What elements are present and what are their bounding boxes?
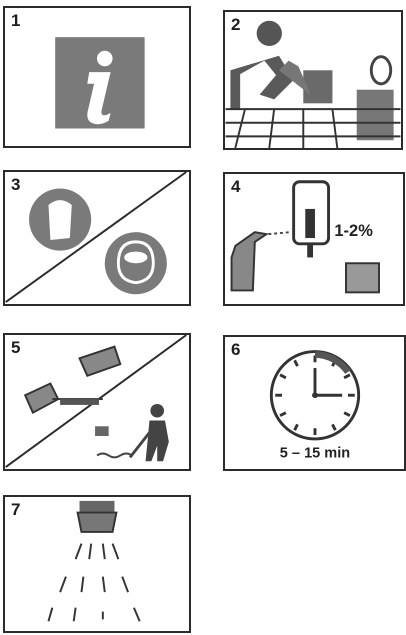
dilution-spray-icon bbox=[225, 174, 403, 304]
panel-1: 1 bbox=[3, 6, 191, 148]
shower-icon bbox=[5, 497, 189, 631]
panel-2: 2 bbox=[223, 10, 403, 150]
step-number: 7 bbox=[11, 500, 20, 520]
step-number: 1 bbox=[11, 11, 20, 31]
panel-6: 6 5 – 15 min bbox=[223, 335, 406, 471]
step-number: 6 bbox=[231, 340, 240, 360]
panel-5: 5 bbox=[3, 333, 191, 471]
step-number: 3 bbox=[11, 175, 20, 195]
panel-7: 7 bbox=[3, 495, 191, 633]
info-icon bbox=[5, 8, 189, 146]
step-number: 4 bbox=[231, 177, 240, 197]
step-number: 5 bbox=[11, 338, 20, 358]
rinse-icon bbox=[5, 335, 189, 469]
panel-4: 4 1-2% bbox=[223, 172, 405, 306]
protective-gear-icon bbox=[5, 172, 189, 304]
clock-icon bbox=[225, 337, 404, 469]
cleaning-icon bbox=[225, 12, 401, 148]
step-number: 2 bbox=[231, 15, 240, 35]
panel-3: 3 bbox=[3, 170, 191, 306]
